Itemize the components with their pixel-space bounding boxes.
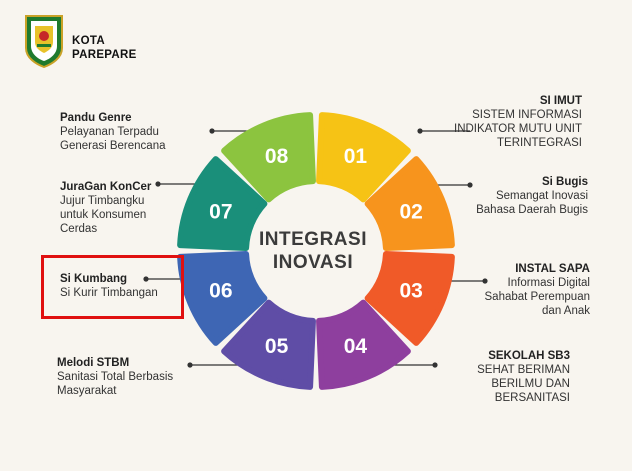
- item-05-desc-1: Sanitasi Total Berbasis: [57, 371, 174, 383]
- item-07-desc-3: Cerdas: [60, 223, 98, 235]
- highlight-box: [41, 255, 184, 319]
- wheel-segment-07: [177, 156, 268, 251]
- wheel-number-07: 07: [209, 201, 232, 224]
- item-06-label: Si Kumbang Si Kurir Timbangan: [60, 272, 180, 300]
- city-name-line1: KOTA: [72, 35, 105, 47]
- item-04-title: SEKOLAH SB3: [488, 350, 570, 362]
- item-01-desc-1: SISTEM INFORMASI: [472, 109, 582, 121]
- wheel-segment-04: [316, 299, 411, 390]
- kota-parepare-logo: [25, 15, 63, 68]
- item-03-desc-1: Informasi Digital: [507, 277, 590, 289]
- wheel-number-03: 03: [399, 279, 422, 302]
- wheel-segment-03: [364, 251, 455, 346]
- item-02-desc-2: Bahasa Daerah Bugis: [476, 204, 588, 216]
- item-02-label: Si Bugis Semangat Inovasi Bahasa Daerah …: [428, 175, 588, 217]
- wheel-number-08: 08: [265, 145, 289, 168]
- center-title: INTEGRASI INOVASI: [248, 228, 378, 274]
- item-07-label: JuraGan KonCer Jujur Timbangku untuk Kon…: [60, 180, 160, 236]
- item-05-desc-2: Masyarakat: [57, 385, 117, 397]
- center-title-line1: INTEGRASI: [259, 229, 367, 250]
- item-07-desc-2: untuk Konsumen: [60, 209, 147, 221]
- wheel-number-04: 04: [344, 335, 368, 358]
- item-01-title: SI IMUT: [539, 95, 582, 107]
- wheel-segment-02: [364, 156, 455, 251]
- item-07-title: JuraGan KonCer: [60, 181, 152, 193]
- wheel-segment-01: [316, 112, 411, 203]
- item-04-label: SEKOLAH SB3 SEHAT BERIMAN BERILMU DAN BE…: [420, 349, 570, 405]
- item-04-desc-3: BERSANITASI: [494, 392, 570, 404]
- item-08-label: Pandu Genre Pelayanan Terpadu Generasi B…: [60, 111, 210, 153]
- item-04-desc-2: BERILMU DAN: [491, 378, 570, 390]
- wheel-number-06: 06: [209, 279, 232, 302]
- item-08-desc-1: Pelayanan Terpadu: [60, 126, 159, 138]
- item-03-desc-3: dan Anak: [542, 305, 590, 317]
- item-03-label: INSTAL SAPA Informasi Digital Sahabat Pe…: [440, 262, 591, 318]
- wheel-number-02: 02: [399, 201, 422, 224]
- item-06-desc-1: Si Kurir Timbangan: [60, 287, 158, 299]
- item-05-label: Melodi STBM Sanitasi Total Berbasis Masy…: [57, 356, 217, 398]
- item-01-label: SI IMUT SISTEM INFORMASI INDIKATOR MUTU …: [392, 94, 582, 150]
- item-07-desc-1: Jujur Timbangku: [60, 195, 145, 207]
- item-05-title: Melodi STBM: [57, 357, 130, 369]
- city-name: KOTA PAREPARE: [72, 34, 137, 62]
- center-title-line2: INOVASI: [272, 252, 354, 273]
- wheel-number-01: 01: [344, 145, 368, 168]
- item-08-desc-2: Generasi Berencana: [60, 140, 166, 152]
- item-06-title: Si Kumbang: [60, 273, 128, 285]
- item-03-title: INSTAL SAPA: [515, 263, 590, 275]
- item-01-desc-3: TERINTEGRASI: [497, 137, 582, 149]
- city-name-line2: PAREPARE: [72, 49, 137, 61]
- wheel-number-05: 05: [265, 335, 289, 358]
- wheel-segment-08: [221, 112, 316, 203]
- item-01-desc-2: INDIKATOR MUTU UNIT: [454, 123, 582, 135]
- item-02-desc-1: Semangat Inovasi: [495, 190, 588, 202]
- item-02-title: Si Bugis: [541, 176, 588, 188]
- item-08-title: Pandu Genre: [60, 112, 132, 124]
- wheel-segment-05: [221, 299, 316, 390]
- item-04-desc-1: SEHAT BERIMAN: [477, 364, 570, 376]
- item-03-desc-2: Sahabat Perempuan: [484, 291, 591, 303]
